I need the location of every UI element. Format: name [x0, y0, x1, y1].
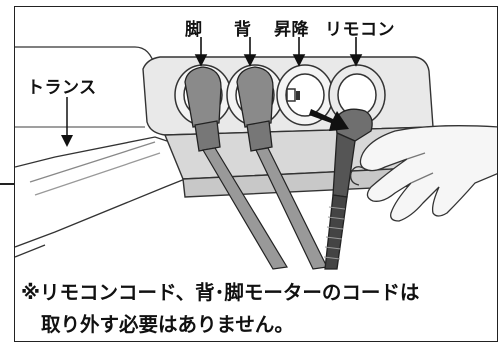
label-lift: 昇降 [274, 20, 309, 40]
port-remote [328, 64, 386, 126]
label-arrows [194, 37, 363, 67]
caption: ※リモコンコード、背･脚モーターのコードは 取り外す必要はありません。 [21, 277, 491, 341]
caption-line-1: ※リモコンコード、背･脚モーターのコードは [21, 281, 420, 304]
plug-leg [184, 66, 222, 152]
transformer-arrow [61, 97, 73, 147]
label-leg: 脚 [185, 20, 203, 40]
label-back: 背 [234, 20, 252, 40]
plug-back [236, 66, 274, 152]
cable-leg [202, 147, 288, 270]
pull-arrow [309, 109, 349, 131]
connector-illustration [15, 37, 497, 270]
caption-line-2: 取り外す必要はありません。 [41, 313, 294, 336]
label-remote: リモコン [325, 20, 395, 40]
illustration-frame: 脚 背 昇降 リモコン トランス ※リモコンコード、背･脚モーターのコードは 取… [14, 6, 498, 342]
port-lift [276, 64, 334, 126]
remote-cable [323, 108, 373, 270]
hand [350, 125, 497, 222]
label-transformer: トランス [27, 78, 97, 98]
divider-line [0, 183, 14, 185]
